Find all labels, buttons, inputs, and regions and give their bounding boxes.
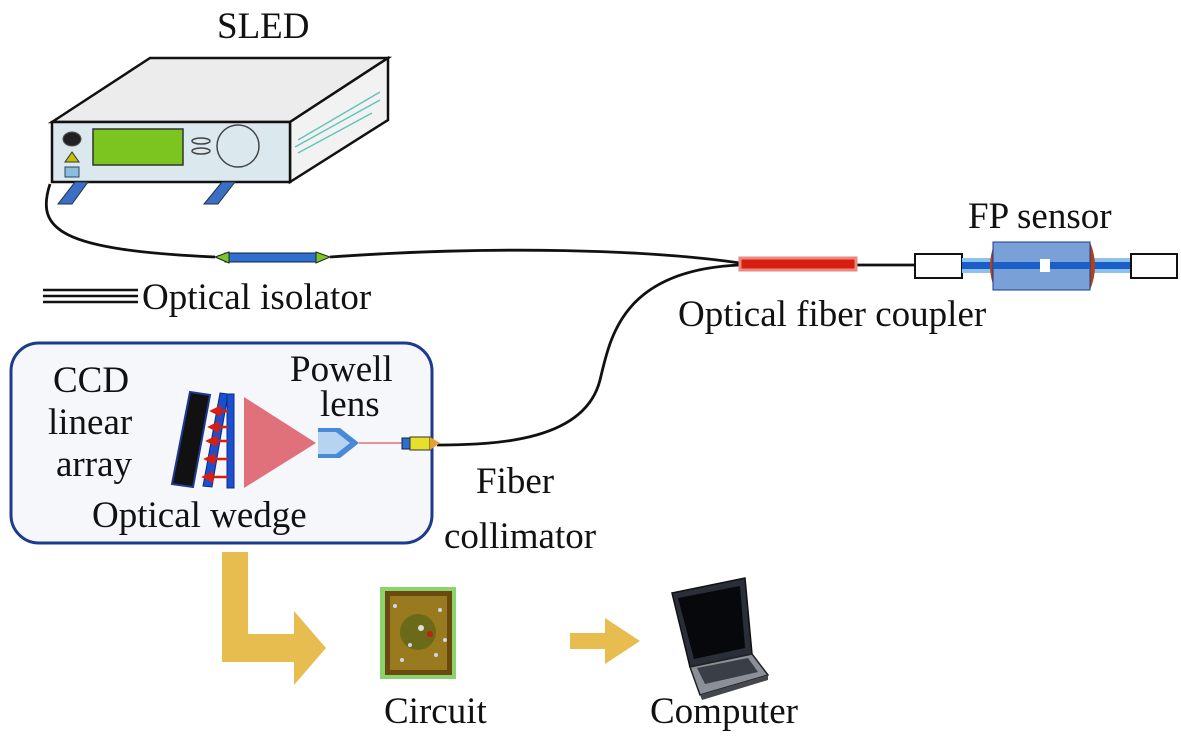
ccd-label-line-3: array: [56, 444, 132, 485]
powell-lens-label-line-2: lens: [320, 384, 380, 425]
optical-isolator-label: Optical isolator: [142, 277, 372, 318]
optical-fiber-coupler-label: Optical fiber coupler: [678, 294, 987, 335]
fiber-collimator-label-line-2: collimator: [444, 516, 597, 557]
laser-warning-icon: [64, 151, 80, 163]
fiber-sled-to-isolator: [44, 183, 216, 259]
laptop-computer-image: [671, 577, 770, 700]
sled-port-icon: [64, 166, 80, 178]
optical-isolator: [213, 251, 332, 264]
sled-label: SLED: [217, 6, 310, 47]
computer-label: Computer: [650, 691, 798, 732]
circuit-label: Circuit: [384, 691, 487, 732]
ccd-label-line-2: linear: [48, 402, 133, 443]
circuit-board-image: [380, 587, 456, 679]
sled-dial-icon: [216, 124, 260, 168]
sled-button-icon: [191, 147, 211, 155]
optical-wedge: [201, 392, 235, 489]
ccd-label-line-1: CCD: [53, 360, 130, 401]
light-fan-beam: [244, 397, 316, 488]
isolator-legend-symbol: [43, 288, 138, 304]
flow-arrow-box-to-circuit: [222, 552, 326, 685]
sled-screen: [92, 128, 184, 166]
sled-foot: [202, 181, 237, 205]
powell-lens-label-line-1: Powell: [290, 349, 393, 390]
ccd-linear-array: [170, 390, 212, 489]
fiber-collimator-label-line-1: Fiber: [476, 461, 555, 502]
fp-sensor-label: FP sensor: [968, 196, 1112, 237]
optical-wedge-label: Optical wedge: [92, 495, 307, 536]
sled-power-knob: [62, 131, 82, 147]
powell-lens: [318, 428, 359, 458]
flow-arrow-circuit-to-computer: [570, 618, 640, 664]
fiber-collimator: [401, 436, 440, 451]
fiber-coupler-to-collimator: [436, 263, 741, 447]
fp-sensor: [914, 241, 1178, 291]
sled-button-icon: [191, 137, 211, 145]
sled-device: [47, 55, 393, 205]
optical-fiber-coupler: [738, 256, 858, 272]
sled-foot: [56, 181, 89, 205]
fiber-isolator-to-coupler: [329, 248, 741, 265]
